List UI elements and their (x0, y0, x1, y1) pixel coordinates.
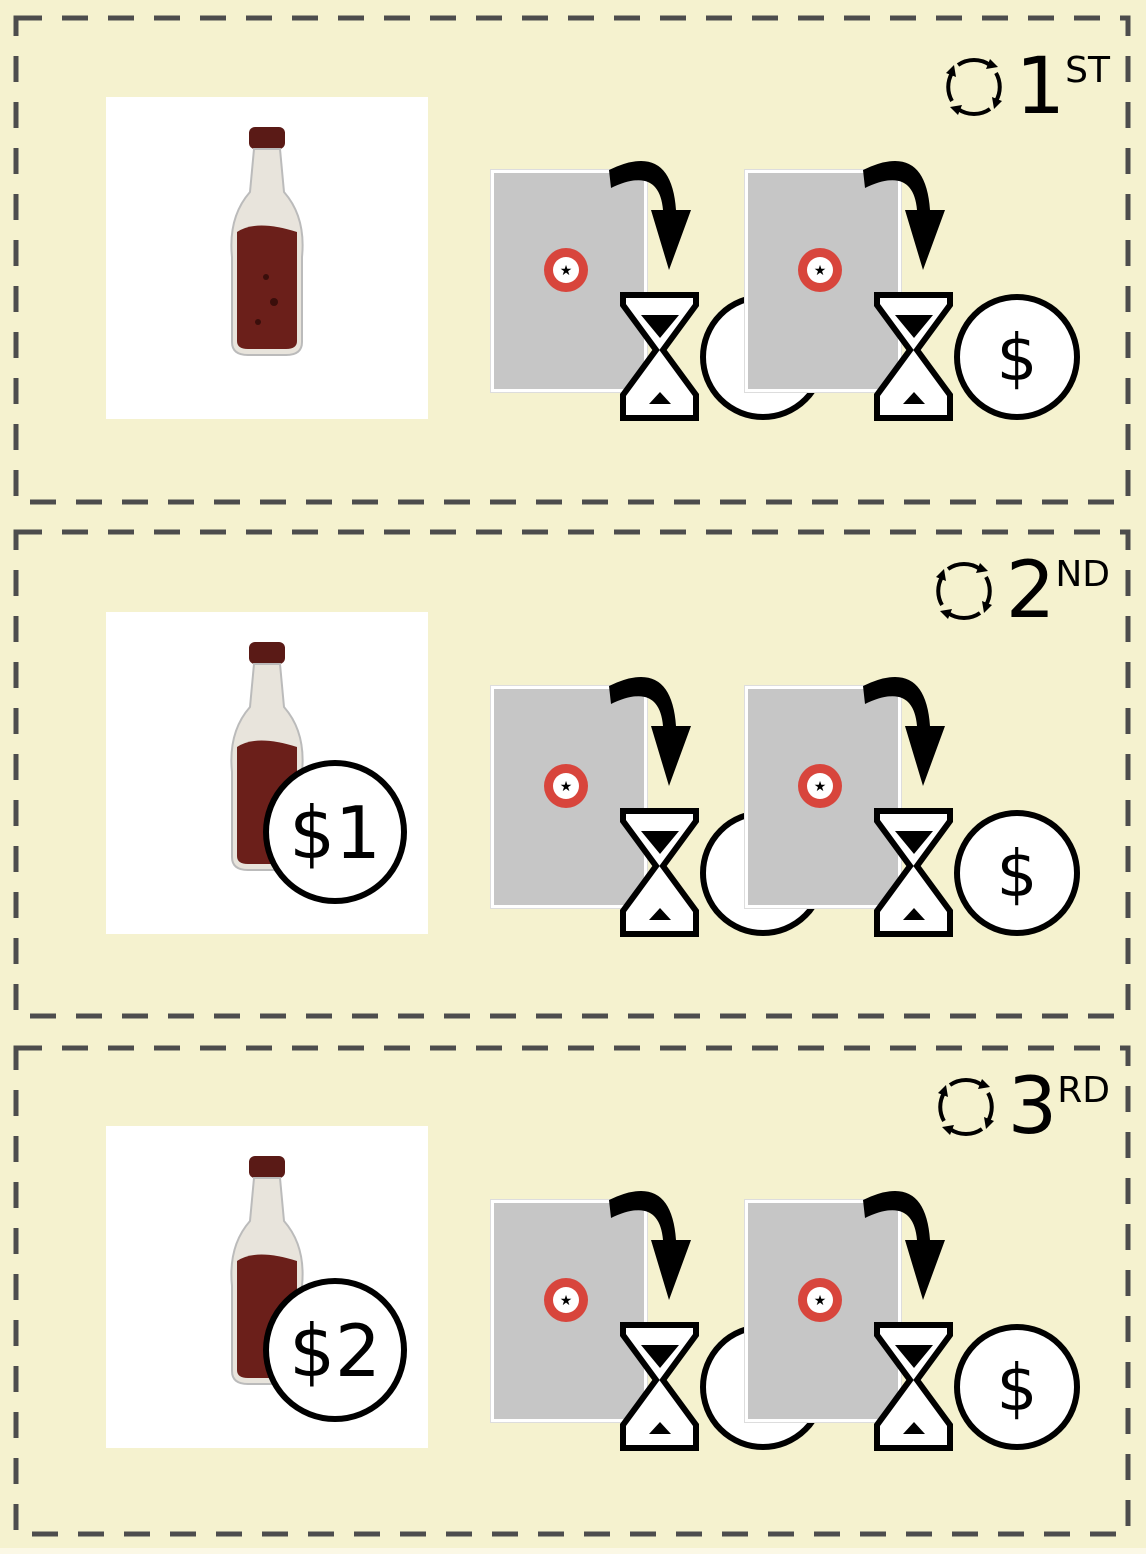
svg-text:★: ★ (814, 1293, 827, 1309)
arrow-down-icon (609, 1191, 691, 1300)
svg-text:★: ★ (560, 779, 573, 795)
arrow-down-icon (863, 677, 945, 786)
trade-diagram: ★ $ (798, 1191, 1080, 1451)
svg-text:★: ★ (560, 1293, 573, 1309)
bottle-card: $2 (106, 1126, 428, 1448)
round-number: 1 (1015, 42, 1066, 132)
round-label: 2 ND (928, 546, 1110, 636)
trade-group: ★ $ (745, 666, 1085, 937)
soda-bottle-icon: $1 (230, 642, 407, 904)
hourglass-icon (620, 292, 699, 421)
coin-value: $ (997, 322, 1038, 396)
arrow-down-icon (863, 1191, 945, 1300)
coin-value: $ (997, 838, 1038, 912)
arrow-down-icon (863, 161, 945, 270)
round-label: 1 ST (938, 42, 1110, 132)
round-suffix: ST (1065, 50, 1110, 91)
price-coin-icon (263, 760, 407, 904)
coin-icon (954, 1324, 1080, 1450)
svg-text:★: ★ (814, 263, 827, 279)
dashed-frame (13, 529, 1131, 1019)
dashed-frame (13, 1045, 1131, 1537)
round-suffix: RD (1057, 1070, 1110, 1111)
bottle-card (106, 97, 428, 419)
coin-icon (954, 810, 1080, 936)
soda-bottle-icon: $2 (230, 1156, 407, 1422)
cycle-icon (945, 57, 1002, 117)
trade-diagram: ★ $ (798, 677, 1080, 937)
round-panel-3: $2 3 RD ★ $ ★ (0, 1032, 1146, 1548)
bottle-card: $1 (106, 612, 428, 934)
round-suffix: ND (1055, 554, 1110, 595)
hourglass-icon (874, 292, 953, 421)
hourglass-icon (874, 1322, 953, 1451)
arrow-down-icon (609, 161, 691, 270)
cycle-icon (935, 561, 992, 621)
round-panel-2: $1 2 ND ★ $ ★ (0, 516, 1146, 1032)
trade-group: ★ $ (745, 1180, 1085, 1451)
price-value: $2 (289, 1309, 381, 1393)
svg-text:★: ★ (560, 263, 573, 279)
trade-diagram: ★ $ (798, 161, 1080, 421)
coin-value: $ (997, 1352, 1038, 1426)
soda-bottle-icon (230, 127, 304, 356)
cycle-icon (937, 1077, 994, 1137)
round-number: 3 (1007, 1062, 1058, 1152)
round-panel-1: 1 ST ★ $ ★ $ (0, 0, 1146, 516)
arrow-down-icon (609, 677, 691, 786)
hourglass-icon (620, 1322, 699, 1451)
price-value: $1 (289, 791, 381, 875)
round-number: 2 (1005, 546, 1056, 636)
svg-text:★: ★ (814, 779, 827, 795)
price-coin-icon (263, 1278, 407, 1422)
dashed-frame (13, 15, 1131, 505)
hourglass-icon (620, 808, 699, 937)
round-label: 3 RD (930, 1062, 1110, 1152)
coin-icon (954, 294, 1080, 420)
trade-group: ★ $ (745, 150, 1085, 421)
hourglass-icon (874, 808, 953, 937)
